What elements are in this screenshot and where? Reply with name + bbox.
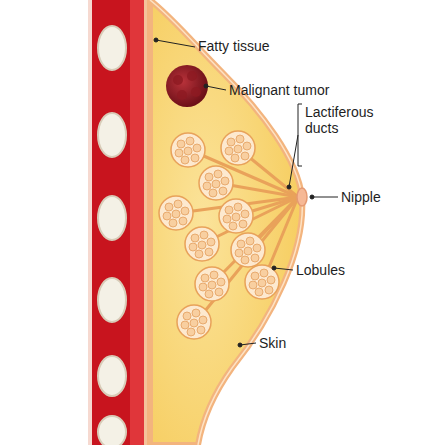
skin-label: Skin — [259, 335, 286, 351]
tissue-label: Fatty tissue — [198, 38, 270, 54]
lobule-label: Lobules — [296, 262, 345, 278]
tumor-label: Malignant tumor — [229, 82, 329, 98]
nipple-label: Nipple — [341, 189, 381, 205]
duct-label: Lactiferous ducts — [305, 104, 395, 136]
